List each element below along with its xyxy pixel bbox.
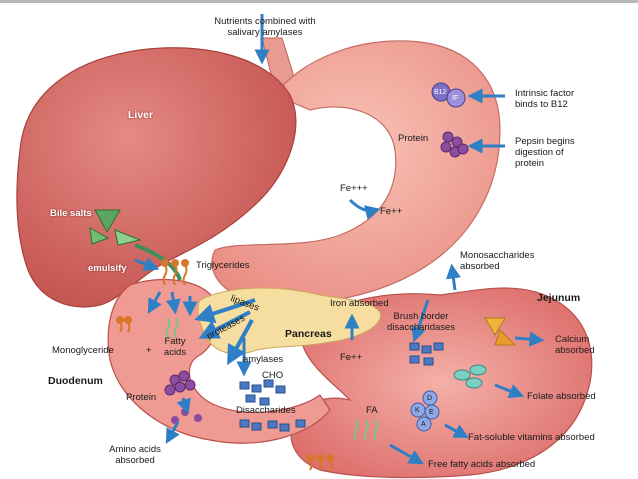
label-protein-duodenum: Protein [126,392,157,403]
label-liver: Liver [128,109,154,121]
label-cho: CHO [262,370,284,381]
label-duodenum: Duodenum [48,375,103,387]
label-protein-stomach: Protein [398,133,429,144]
label-free-fatty-acids: Free fatty acids absorbed [428,459,536,470]
label-vit-k: K [415,407,420,414]
brush-border-blocks [409,342,444,366]
label-monoglyceride: Monoglyceride [52,345,114,356]
protein-cluster [164,370,196,396]
liver [16,47,297,308]
label-bile-salts: Bile salts [50,208,92,219]
label-if-molecule: IF [452,95,459,102]
if-molecule [446,88,466,108]
label-fatty-acids: Fatty acids [163,336,187,358]
bile-salt-shape [94,209,121,234]
label-fat-soluble: Fat-soluble vitamins absorbed [468,432,595,443]
label-vit-a: A [421,421,426,428]
triglyceride-cluster [161,259,189,286]
fatty-acid-shape [353,419,379,441]
label-emulsify: emulsify [88,263,127,274]
label-intrinsic-factor: Intrinsic factor binds to B12 [515,88,575,110]
vitamin-molecules [410,390,440,432]
flow-arrows [134,14,545,465]
bile-salt-shape [114,229,142,246]
label-amino-acids: Amino acids absorbed [109,444,161,466]
label-fe2-lower: Fe++ [340,352,363,363]
fatty-acid-shape [165,317,179,339]
cho-blocks [239,379,306,432]
label-pancreas: Pancreas [285,328,332,340]
label-fa: FA [366,405,378,416]
label-fe3: Fe+++ [340,183,368,194]
label-nutrients: Nutrients combined with salivary amylase… [214,16,316,38]
label-pepsin: Pepsin begins digestion of protein [515,136,575,169]
label-folate: Folate absorbed [527,391,596,402]
calcium-shape [484,317,506,336]
label-triglycerides: Triglycerides [196,260,250,271]
label-fe2: Fe++ [380,206,403,217]
label-plus: + [146,345,152,356]
label-jejunum: Jejunum [537,292,581,304]
label-amylases: amylases [243,354,284,365]
label-vit-d: D [427,395,433,402]
folate-shapes [453,364,487,389]
calcium-shape [494,329,517,346]
monoglyceride-shape [116,316,132,333]
label-b12-molecule: B12 [434,89,447,96]
protein-cluster [440,131,469,158]
label-monosaccharides: Monosaccharides absorbed [460,250,535,272]
label-brush-border: Brush border disaccharidases [386,311,456,333]
triglyceride-cluster [306,454,334,471]
bile-salt-shape [89,227,110,245]
enzyme-arrows [194,298,256,366]
label-iron-absorbed: Iron absorbed [330,298,389,309]
top-bar [0,0,638,3]
label-vit-e: E [429,409,434,416]
label-disaccharides: Disaccharides [236,405,296,416]
label-calcium: Calcium absorbed [555,334,595,356]
